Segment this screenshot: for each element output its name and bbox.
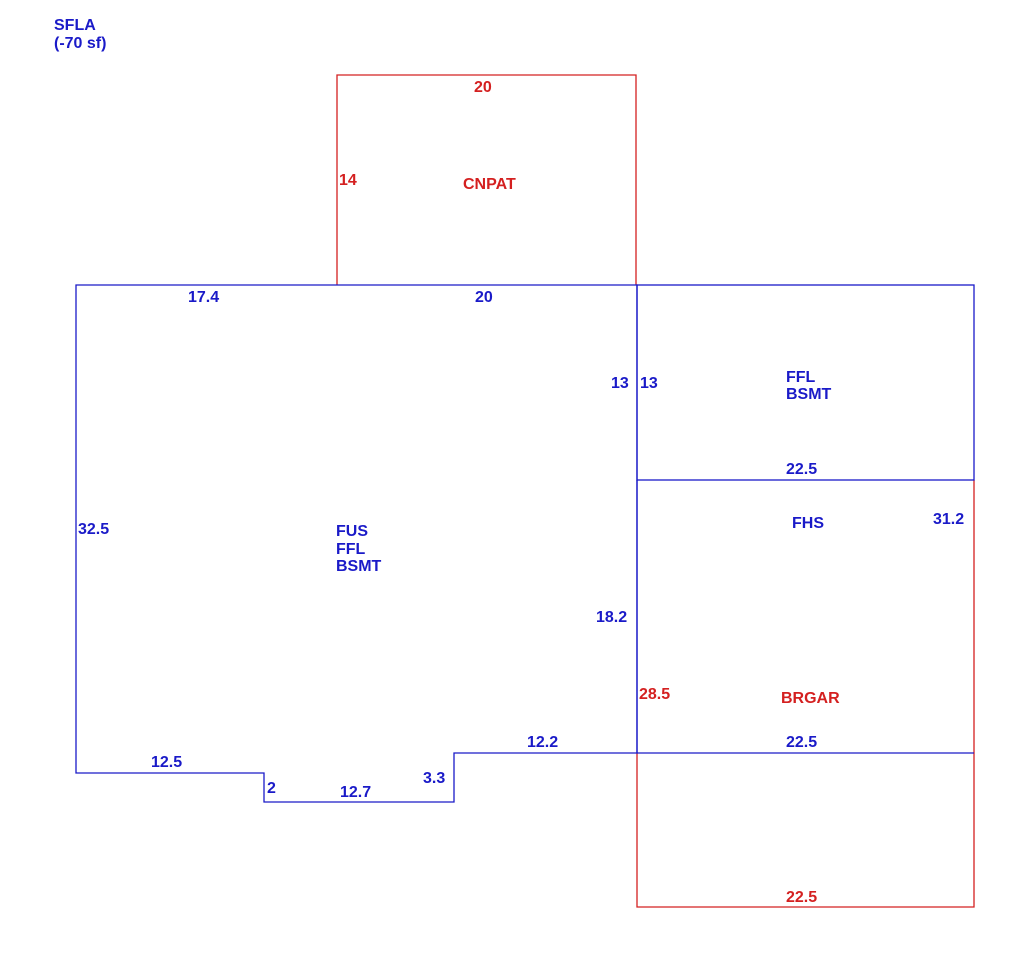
dim-cnpat-top: 20 (474, 79, 492, 96)
dim-bottom-mid: 12.7 (340, 784, 371, 801)
east-area-label-2: BSMT (786, 386, 832, 403)
fhs-label: FHS (792, 515, 824, 532)
main-area-label-1: FUS (336, 523, 368, 540)
dim-garage-bottom: 22.5 (786, 889, 817, 906)
main-area-label-3: BSMT (336, 558, 382, 575)
dim-fhs-right: 31.2 (933, 511, 964, 528)
dim-garage-top: 22.5 (786, 734, 817, 751)
fhs-outline (636, 480, 974, 754)
dim-cnpat-left: 14 (339, 172, 357, 189)
dim-main-top-mid: 20 (475, 289, 493, 306)
dim-main-left: 32.5 (78, 521, 109, 538)
dim-main-top-left: 17.4 (188, 289, 219, 306)
east-area-label-1: FFL (786, 369, 816, 386)
dim-bottom-left: 12.5 (151, 754, 182, 771)
dim-step-down: 2 (267, 780, 276, 797)
brgar-outline (636, 480, 975, 908)
sfla-adjustment: (-70 sf) (54, 35, 106, 52)
cnpat-outline (336, 74, 637, 285)
main-area-label-2: FFL (336, 541, 366, 558)
east-area-outline (636, 284, 975, 481)
dim-step-up: 3.3 (423, 770, 445, 787)
cnpat-label: CNPAT (463, 176, 516, 193)
dim-garage-left: 28.5 (639, 686, 670, 703)
dim-main-right-upper: 13 (611, 375, 629, 392)
brgar-label: BRGAR (781, 690, 840, 707)
dim-main-right-lower: 18.2 (596, 609, 627, 626)
sfla-title: SFLA (54, 17, 96, 34)
dim-bottom-right: 12.2 (527, 734, 558, 751)
dim-east-left: 13 (640, 375, 658, 392)
dim-east-bottom: 22.5 (786, 461, 817, 478)
